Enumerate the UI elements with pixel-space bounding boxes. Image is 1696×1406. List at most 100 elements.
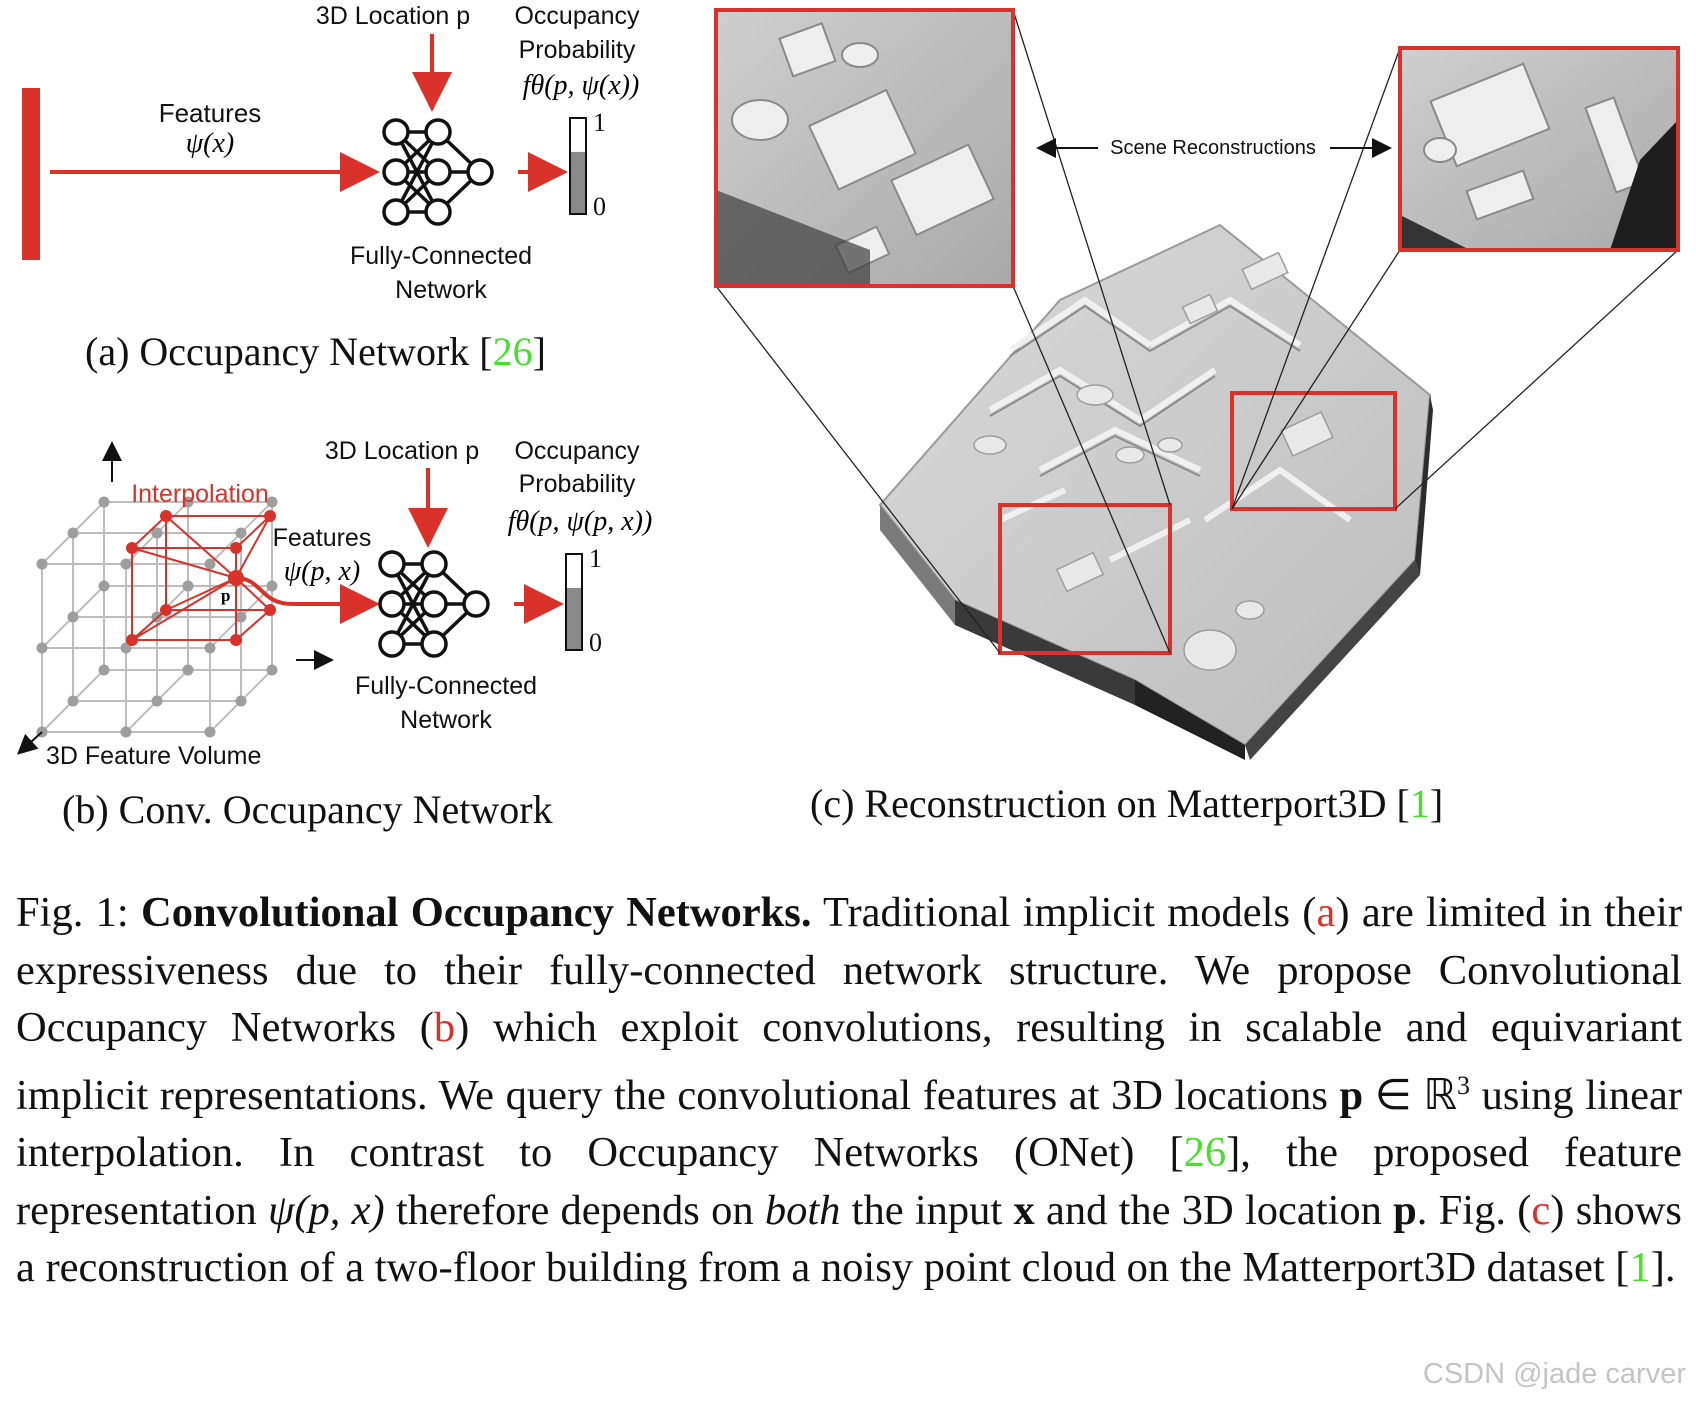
grid-node xyxy=(204,642,216,654)
inset-zoom-left xyxy=(714,8,1015,288)
network-node xyxy=(382,118,410,146)
grid-node xyxy=(182,580,194,592)
grid-node xyxy=(36,642,48,654)
panel-a-graphics xyxy=(22,34,587,260)
panel-b-bar-top: 1 xyxy=(589,544,602,573)
network-node xyxy=(420,550,448,578)
panel-c-caption: (c) Reconstruction on Matterport3D [1] xyxy=(810,781,1444,826)
panel-a-network-label-2: Network xyxy=(395,276,487,304)
grid-node xyxy=(266,496,278,508)
panel-b-network-label-1: Fully-Connected xyxy=(354,672,538,700)
ref-b-link[interactable]: b xyxy=(433,1004,456,1051)
network-node xyxy=(424,118,452,146)
panel-a-features-math: ψ(x) xyxy=(185,128,235,159)
panel-b-point-label: p xyxy=(221,586,231,605)
panel-a-caption: (a) Occupancy Network [26] xyxy=(85,329,546,374)
panel-b-features-label: Features xyxy=(272,524,372,552)
panel-a-output-math: fθ(p, ψ(x)) xyxy=(522,70,640,101)
grid-node xyxy=(120,642,132,654)
panel-b-probability-label: Probability xyxy=(518,470,636,498)
panel-b-features-math: ψ(p, x) xyxy=(283,556,361,587)
panel-b-network-label-2: Network xyxy=(400,706,492,734)
ref-c-link[interactable]: c xyxy=(1531,1186,1551,1234)
grid-node xyxy=(235,527,247,539)
grid-node xyxy=(98,580,110,592)
grid-node xyxy=(98,664,110,676)
panel-b-volume-label: 3D Feature Volume xyxy=(46,742,262,770)
network-node xyxy=(382,158,410,186)
grid-node xyxy=(67,611,79,623)
interpolation-lines xyxy=(126,510,276,646)
network-node xyxy=(462,590,490,618)
network-icon xyxy=(382,118,494,226)
interp-neighbor xyxy=(160,510,172,522)
panel-b-occupancy-label: Occupancy xyxy=(514,437,640,465)
panel-a-features-label: Features xyxy=(158,98,262,128)
axis-diag xyxy=(17,731,43,755)
grid-node xyxy=(204,726,216,738)
panel-b-location-label: 3D Location p xyxy=(324,437,480,465)
interp-neighbor xyxy=(160,604,172,616)
zoom-connectors xyxy=(715,9,1679,654)
panel-a-network-label-1: Fully-Connected xyxy=(349,242,533,270)
interp-neighbor xyxy=(264,510,276,522)
network-node xyxy=(420,590,448,618)
grid-node xyxy=(67,695,79,707)
network-node xyxy=(378,590,406,618)
fig-label: Fig. 1: xyxy=(16,889,129,936)
network-node xyxy=(466,158,494,186)
grid-node xyxy=(151,527,163,539)
grid-node xyxy=(204,558,216,570)
figure-caption: Fig. 1: Convolutional Occupancy Networks… xyxy=(16,889,1683,1292)
network-node xyxy=(378,550,406,578)
network-node xyxy=(424,198,452,226)
interp-neighbor xyxy=(264,604,276,616)
grid-node xyxy=(182,664,194,676)
interp-neighbor xyxy=(126,542,138,554)
grid-node xyxy=(67,527,79,539)
panel-b-graphics xyxy=(17,441,583,755)
inset-zoom-right xyxy=(1398,46,1680,252)
panel-a-probability-label: Probability xyxy=(518,36,636,64)
feature-volume-grid xyxy=(36,496,278,738)
grid-node xyxy=(235,611,247,623)
panel-b-caption: (b) Conv. Occupancy Network xyxy=(62,787,553,832)
network-icon-b xyxy=(378,550,490,658)
highlight-box-right xyxy=(1230,391,1397,511)
panel-a-bar-top: 1 xyxy=(593,108,606,137)
panel-b-output-math: fθ(p, ψ(p, x)) xyxy=(507,506,653,537)
watermark: CSDN @jade carver xyxy=(1422,1358,1686,1390)
cite-1-link[interactable]: 1 xyxy=(1629,1244,1651,1292)
grid-node xyxy=(98,496,110,508)
interp-neighbor xyxy=(230,634,242,646)
grid-node xyxy=(266,664,278,676)
grid-node xyxy=(266,580,278,592)
panel-a-occupancy-label: Occupancy xyxy=(514,2,640,30)
feature-curve xyxy=(235,576,380,624)
grid-node xyxy=(182,496,194,508)
grid-node xyxy=(235,695,247,707)
interp-neighbor xyxy=(126,634,138,646)
panel-a-bar-bottom: 0 xyxy=(593,192,606,221)
interp-neighbor xyxy=(230,542,242,554)
caption-title: Convolutional Occupancy Networks. xyxy=(141,889,812,936)
panel-b-bar-bottom: 0 xyxy=(589,628,602,657)
network-node xyxy=(424,158,452,186)
input-bar xyxy=(22,88,40,260)
panel-c-graphics xyxy=(714,8,1680,760)
network-node xyxy=(382,198,410,226)
panel-a-location-label: 3D Location p xyxy=(315,2,471,30)
network-node xyxy=(420,630,448,658)
panel-b-interpolation-label: Interpolation xyxy=(131,480,269,508)
grid-node xyxy=(36,558,48,570)
panel-c-scene-label: Scene Reconstructions xyxy=(1106,137,1320,160)
grid-node xyxy=(120,558,132,570)
cite-26-link[interactable]: 26 xyxy=(1183,1129,1227,1177)
probability-bar xyxy=(569,117,587,215)
network-node xyxy=(378,630,406,658)
ref-a-link[interactable]: a xyxy=(1316,889,1336,936)
building-reconstruction xyxy=(878,223,1433,760)
grid-node xyxy=(120,726,132,738)
probability-bar-b xyxy=(565,553,583,651)
